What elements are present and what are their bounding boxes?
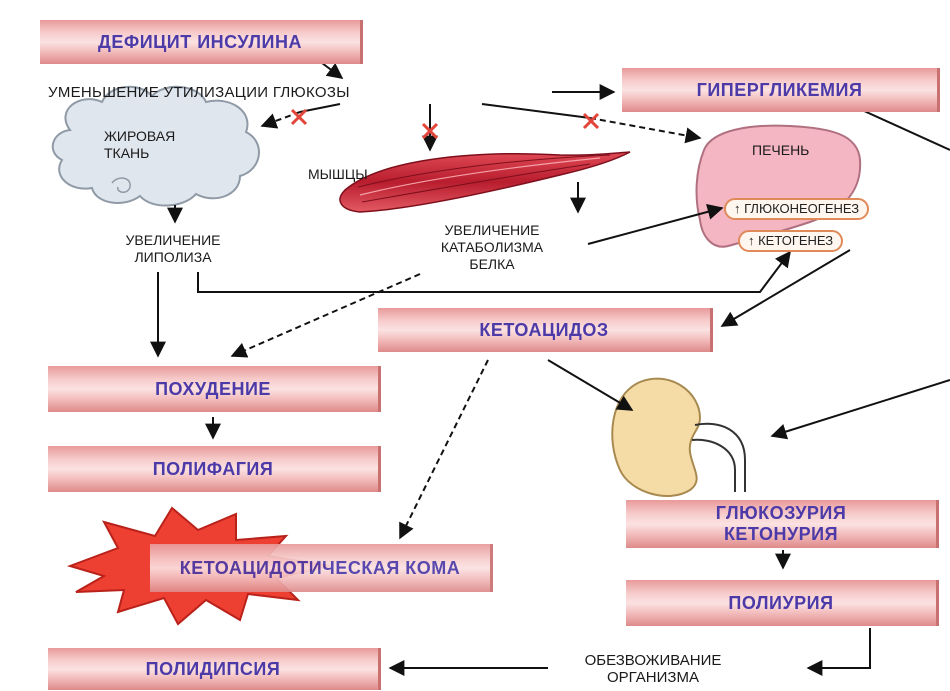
weight-loss-box: ПОХУДЕНИЕ bbox=[48, 366, 381, 412]
ketogenesis-pill: ↑ КЕТОГЕНЕЗ bbox=[738, 230, 843, 252]
x-mark-icon bbox=[292, 110, 598, 138]
insulin-deficit-text: ДЕФИЦИТ ИНСУЛИНА bbox=[98, 32, 302, 53]
ketoacidotic-coma-box: КЕТОАЦИДОТИЧЕСКАЯ КОМА bbox=[150, 544, 493, 592]
gluconeogenesis-pill: ↑ ГЛЮКОНЕОГЕНЕЗ bbox=[724, 198, 869, 220]
liver-label: ПЕЧЕНЬ bbox=[752, 142, 822, 159]
polyphagia-text: ПОЛИФАГИЯ bbox=[153, 459, 274, 480]
dehydration-label: ОБЕЗВОЖИВАНИЕ ОРГАНИЗМА bbox=[548, 652, 758, 686]
polydipsia-box: ПОЛИДИПСИЯ bbox=[48, 648, 381, 690]
glucosuria-ketonuria-text: ГЛЮКОЗУРИЯ КЕТОНУРИЯ bbox=[706, 503, 856, 545]
kidney-icon bbox=[612, 379, 745, 496]
adipose-tissue-label: ЖИРОВАЯ ТКАНЬ bbox=[104, 128, 190, 162]
hyperglycemia-box: ГИПЕРГЛИКЕМИЯ bbox=[622, 68, 940, 112]
glucose-utilization-label: УМЕНЬШЕНИЕ УТИЛИЗАЦИИ ГЛЮКОЗЫ bbox=[48, 84, 508, 101]
weight-loss-text: ПОХУДЕНИЕ bbox=[155, 379, 271, 400]
protein-catabolism-label: УВЕЛИЧЕНИЕ КАТАБОЛИЗМА БЕЛКА bbox=[418, 222, 566, 273]
ketoacidotic-coma-text: КЕТОАЦИДОТИЧЕСКАЯ КОМА bbox=[170, 558, 470, 579]
lipolysis-increase-label: УВЕЛИЧЕНИЕ ЛИПОЛИЗА bbox=[108, 232, 238, 266]
glucosuria-ketonuria-box: ГЛЮКОЗУРИЯ КЕТОНУРИЯ bbox=[626, 500, 939, 548]
polyuria-box: ПОЛИУРИЯ bbox=[626, 580, 939, 626]
hyperglycemia-text: ГИПЕРГЛИКЕМИЯ bbox=[697, 80, 863, 101]
ketoacidosis-box: КЕТОАЦИДОЗ bbox=[378, 308, 713, 352]
polyphagia-box: ПОЛИФАГИЯ bbox=[48, 446, 381, 492]
muscle-icon bbox=[340, 152, 630, 212]
polyuria-text: ПОЛИУРИЯ bbox=[728, 593, 833, 614]
dashed-arrow-origins bbox=[300, 104, 590, 118]
muscles-label: МЫШЦЫ bbox=[308, 166, 368, 183]
insulin-deficit-box: ДЕФИЦИТ ИНСУЛИНА bbox=[40, 20, 363, 64]
polydipsia-text: ПОЛИДИПСИЯ bbox=[146, 659, 281, 680]
ketoacidosis-text: КЕТОАЦИДОЗ bbox=[479, 320, 608, 341]
